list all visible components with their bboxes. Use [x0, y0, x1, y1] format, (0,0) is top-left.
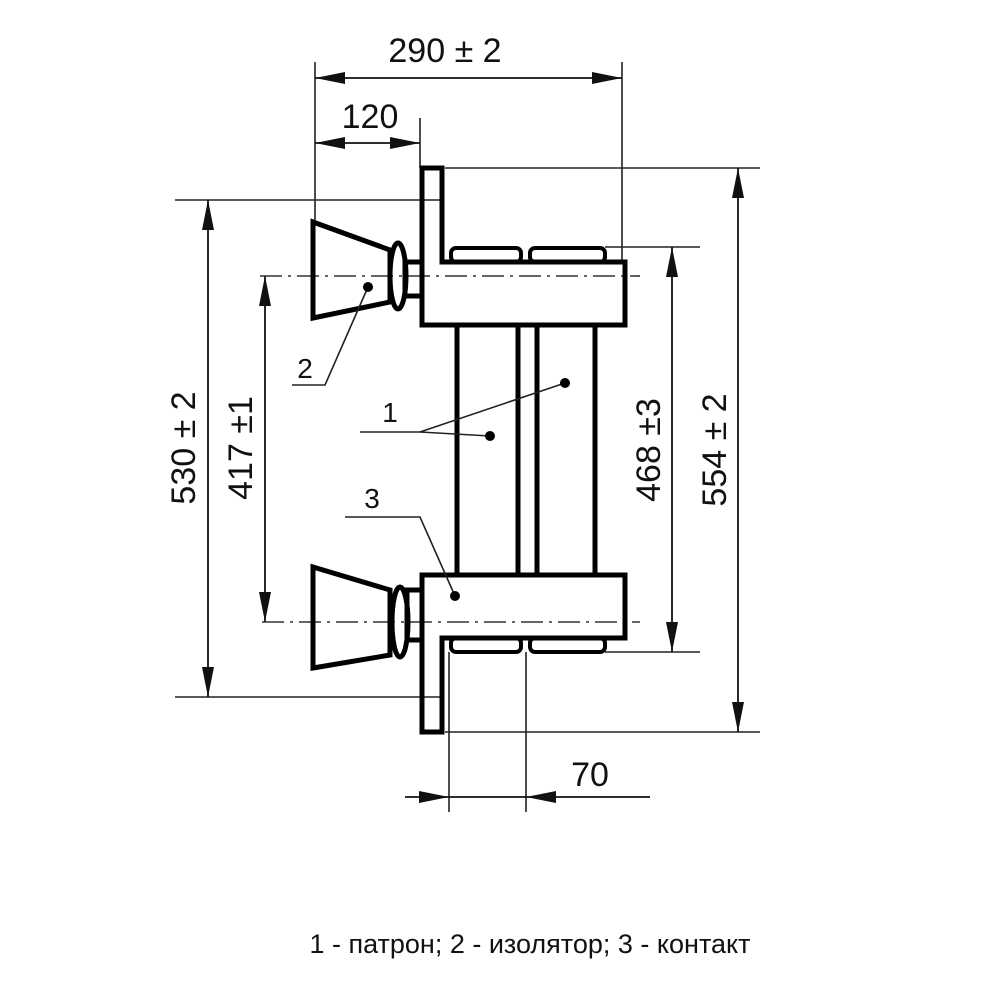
upper-insulator-cone — [310, 218, 393, 322]
cartridge-tube-right — [534, 322, 598, 578]
lower-pad-right — [528, 636, 607, 654]
upper-pad-right — [528, 246, 607, 264]
lower-pad-left — [449, 636, 523, 654]
callout-2: 2 — [297, 353, 313, 384]
dim-overall-height: 554 ± 2 — [696, 393, 734, 506]
dim-overall-width: 290 ± 2 — [388, 32, 501, 70]
upper-pad-left — [449, 246, 523, 264]
dim-tube-spacing: 70 — [571, 756, 609, 794]
upper-insulator-neck — [402, 259, 425, 299]
center-lines — [260, 275, 640, 623]
leader-dots — [363, 282, 570, 601]
lower-insulator-neck — [404, 587, 425, 643]
lower-insulator-cone — [310, 563, 393, 671]
leader-lines — [292, 286, 566, 597]
dim-contact-height: 468 ±3 — [630, 398, 668, 502]
dimension-lines — [202, 72, 744, 803]
dim-axis-spacing: 417 ±1 — [222, 396, 260, 500]
extension-lines — [175, 62, 760, 812]
legend-caption: 1 - патрон; 2 - изолятор; 3 - контакт — [309, 929, 750, 959]
dim-mount-height: 530 ± 2 — [165, 391, 203, 504]
upper-contact — [419, 165, 628, 328]
callout-3: 3 — [364, 483, 380, 514]
callout-1: 1 — [382, 397, 398, 428]
dim-insulator-offset: 120 — [342, 98, 399, 136]
fuse-assembly — [310, 165, 628, 735]
cartridge-tube-left — [454, 322, 521, 578]
lower-contact — [419, 572, 628, 735]
